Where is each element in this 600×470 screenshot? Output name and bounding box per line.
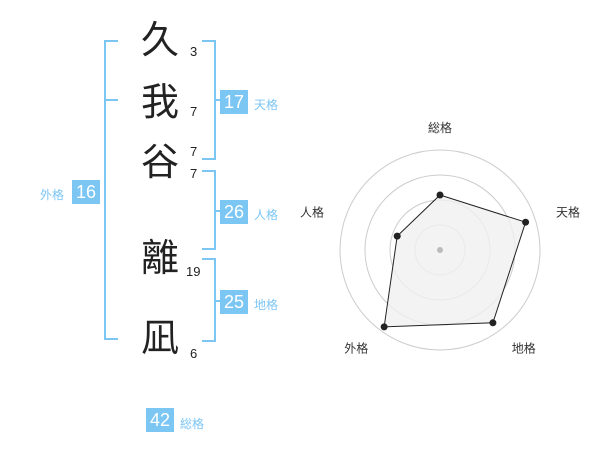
jinkaku-value: 26: [220, 200, 248, 224]
chikaku-label: 地格: [254, 298, 279, 312]
name-char-5: 凪: [140, 316, 179, 360]
stroke-count-5: 6: [190, 346, 198, 361]
tenkaku-value: 17: [220, 90, 248, 114]
radar-axis-label-5: 人格: [300, 204, 324, 219]
radar-ring: [339, 149, 541, 351]
radar-point-1: [436, 191, 444, 199]
jinkaku-label: 人格: [254, 208, 279, 222]
name-char-3: 谷: [140, 140, 179, 184]
stroke-count-1: 3: [190, 44, 198, 59]
gaikaku-value: 16: [72, 180, 100, 204]
radar-axis-label-2: 天格: [556, 204, 580, 219]
stroke-count-3: 7: [190, 144, 198, 159]
tenkaku-label: 天格: [254, 98, 279, 112]
name-char-4: 離: [140, 236, 179, 280]
chikaku-bracket-tick: [214, 300, 222, 302]
chikaku-value: 25: [220, 290, 248, 314]
gaikaku-label: 外格: [40, 188, 65, 202]
stroke-count-sep: 7: [190, 166, 198, 181]
radar-point-2: [522, 218, 530, 226]
radar-point-4: [380, 323, 388, 331]
radar-axis-label-3: 地格: [512, 341, 536, 356]
soukaku-label: 総格: [180, 417, 205, 431]
radar-axis-label-4: 外格: [344, 341, 368, 356]
tenkaku-bracket-tick: [214, 99, 222, 101]
radar-axis-label-1: 総格: [428, 120, 452, 135]
stroke-count-2: 7: [190, 104, 198, 119]
name-char-1: 久: [140, 18, 179, 62]
radar-point-3: [489, 319, 497, 327]
radar-point-5: [393, 232, 401, 240]
radar-area: [383, 194, 527, 328]
soukaku-value: 42: [146, 408, 174, 432]
name-char-2: 我: [140, 80, 179, 124]
jinkaku-bracket-tick: [214, 210, 222, 212]
stroke-count-4: 19: [186, 264, 201, 279]
gaikaku-bracket-tick: [104, 99, 118, 101]
radar-center-dot: [437, 247, 443, 253]
gaikaku-bracket: [104, 40, 118, 340]
